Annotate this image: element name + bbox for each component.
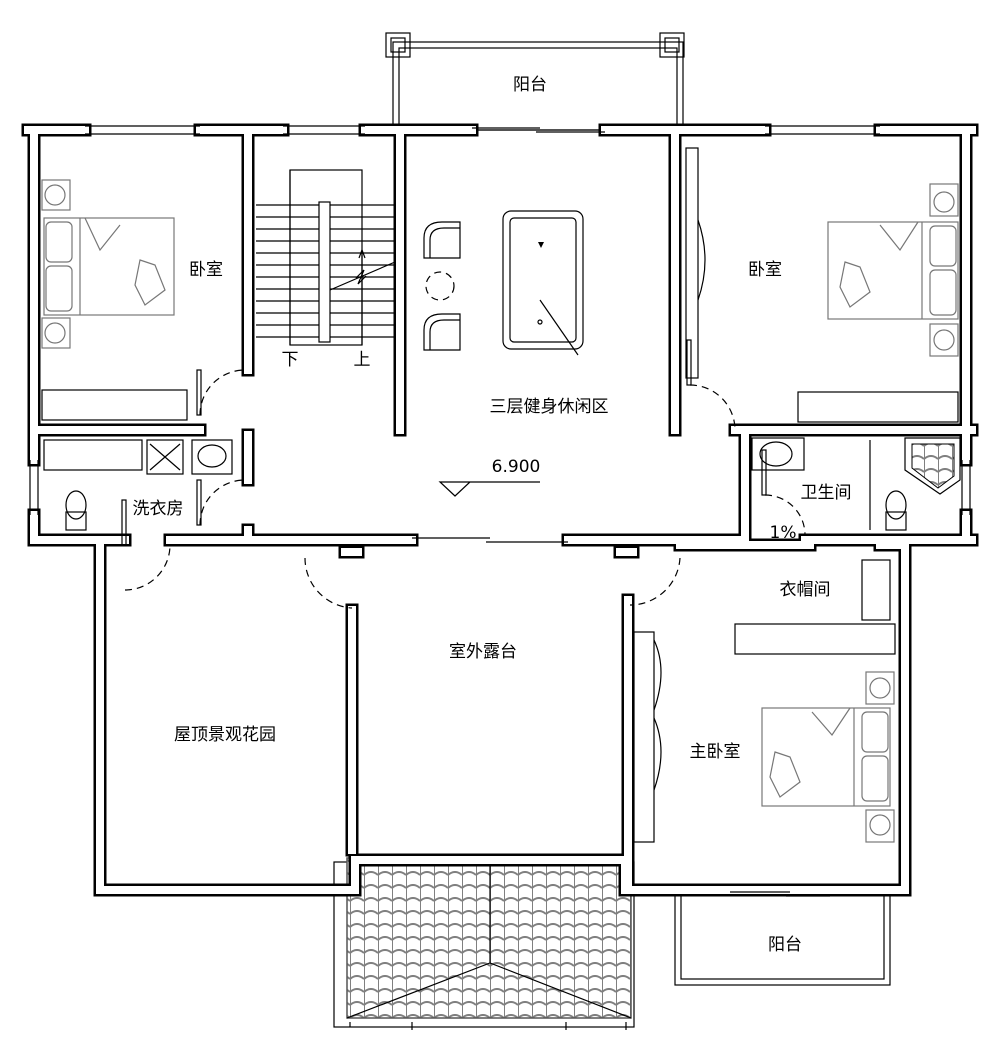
door-swing (629, 557, 681, 606)
door-swing (199, 369, 246, 416)
pool-table (502, 210, 584, 356)
door-swing (689, 384, 736, 431)
window (85, 125, 200, 135)
door-leaf (686, 339, 692, 386)
stair-handrail (318, 201, 331, 343)
label-balcony-bottom: 阳台 (768, 935, 802, 955)
label-stair-down: 下 (282, 350, 299, 370)
door-swing (199, 479, 246, 526)
label-stair-up: 上 (354, 350, 371, 370)
window (29, 460, 39, 515)
column-post (659, 32, 685, 58)
window (765, 125, 880, 135)
wall-fill (564, 426, 749, 544)
wall-fill (30, 511, 129, 544)
label-laundry: 洗衣房 (133, 499, 184, 519)
wall (561, 423, 752, 547)
door-leaf (196, 369, 202, 416)
sliding-door (472, 127, 605, 133)
wardrobes (41, 147, 959, 843)
door-leaf (196, 479, 202, 526)
laundry-fixtures (43, 439, 233, 531)
bathroom-fixtures (751, 437, 961, 531)
walls (21, 123, 979, 897)
windows-and-doors (29, 125, 971, 897)
door-leaf (761, 449, 767, 496)
top-balcony (385, 32, 685, 131)
label-slope: 1% (770, 523, 797, 543)
label-bedroom-left: 卧室 (189, 260, 223, 280)
label-elevation: 6.900 (492, 457, 541, 477)
door-leaf (121, 499, 127, 546)
sliding-door (730, 891, 830, 897)
label-roof-garden: 屋顶景观花园 (174, 725, 276, 745)
bed-left-bedroom (41, 179, 175, 349)
label-bathroom: 卫生间 (801, 483, 852, 503)
label-bedroom-right: 卧室 (748, 260, 782, 280)
staircase (256, 169, 396, 346)
column-post (385, 32, 411, 58)
window (961, 460, 971, 515)
sliding-door (412, 537, 568, 543)
door-swing (124, 544, 171, 591)
label-balcony-top: 阳台 (513, 75, 547, 95)
bed-master-bedroom (761, 671, 895, 843)
label-fitness-area: 三层健身休闲区 (490, 397, 609, 417)
label-cloakroom: 衣帽间 (780, 580, 831, 600)
chairs (423, 221, 461, 351)
tiled-roof (333, 857, 635, 1030)
label-master-bedroom: 主卧室 (690, 742, 741, 762)
door-swing (304, 557, 353, 609)
door-swing (764, 494, 806, 536)
elevation-marker (438, 481, 540, 497)
label-terrace: 室外露台 (449, 642, 517, 662)
window (283, 125, 365, 135)
bed-right-bedroom (827, 183, 959, 357)
